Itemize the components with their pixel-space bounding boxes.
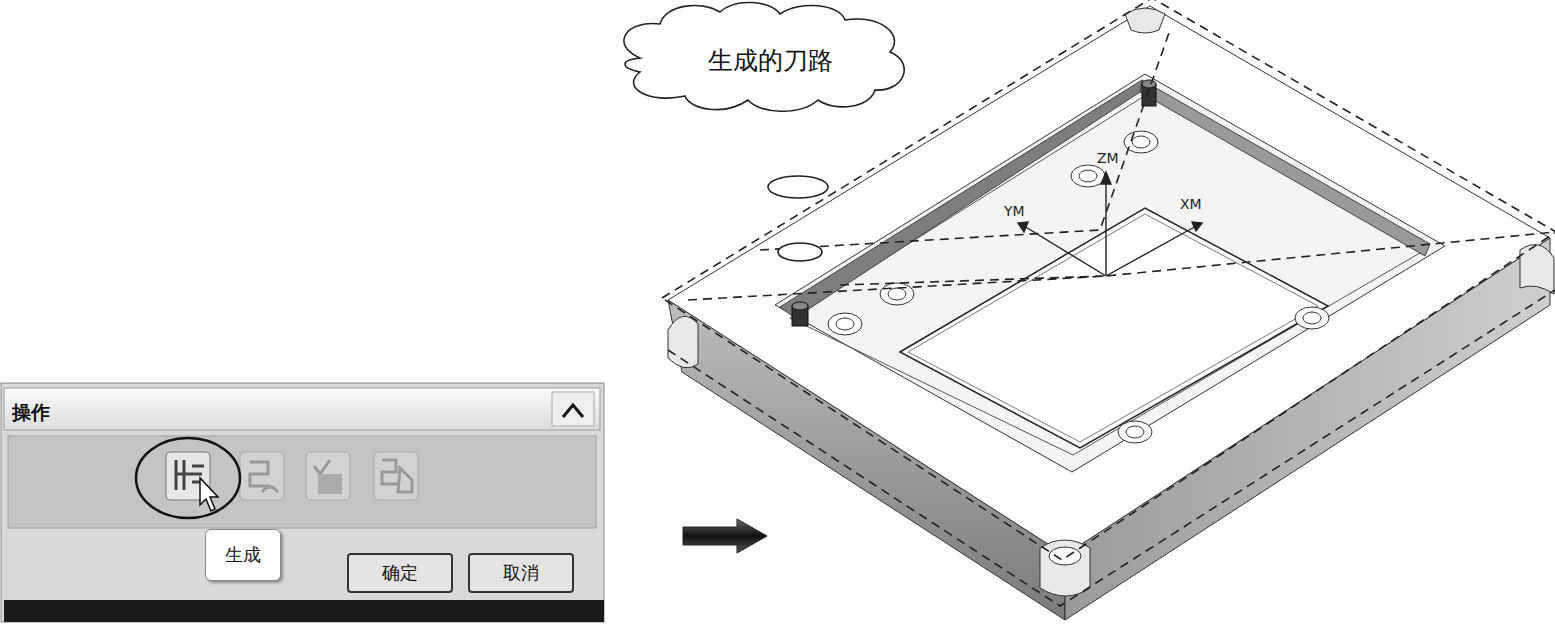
cancel-button: 取消 bbox=[468, 553, 574, 593]
dialog-panel bbox=[1, 383, 604, 622]
cancel-button-label: 取消 bbox=[503, 561, 539, 585]
dialog-panel: 操作生成确定取消 bbox=[4, 388, 204, 624]
coordinate-axes bbox=[1018, 172, 1202, 276]
highlight-circle bbox=[136, 438, 240, 518]
axis-label: YM bbox=[1004, 203, 1025, 219]
callout-text-label: 生成的刀路 bbox=[708, 44, 833, 77]
mouse-cursor bbox=[200, 478, 218, 511]
dialog-panel-label: 操作 bbox=[12, 400, 50, 426]
arrow-symbol bbox=[683, 519, 767, 553]
ok-button: 确定 bbox=[347, 553, 453, 593]
tooltip-label: 生成 bbox=[225, 543, 261, 567]
callout-cloud bbox=[624, 2, 904, 261]
axis-label: XM bbox=[1180, 196, 1202, 212]
tooltip: 生成 bbox=[205, 529, 281, 581]
ok-button-label: 确定 bbox=[382, 561, 418, 585]
axis-label: ZM bbox=[1097, 150, 1119, 166]
callout-text: 生成的刀路 bbox=[660, 32, 880, 88]
